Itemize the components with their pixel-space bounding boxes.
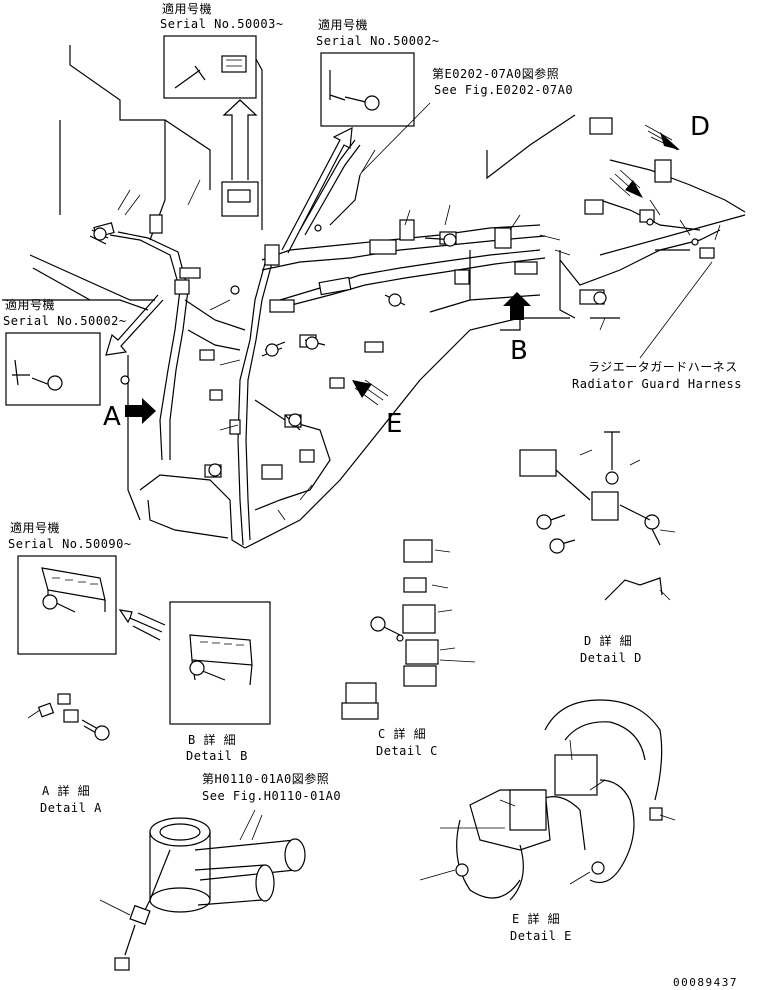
serial-50003-jp: 適用号機: [162, 2, 213, 16]
see-fig-e0202-en: See Fig.E0202-07A0: [434, 83, 574, 97]
radiator-guard-en: Radiator Guard Harness: [572, 377, 742, 391]
callout-box-serial-50002-top: [320, 52, 415, 127]
drawing-number: 00089437: [673, 976, 738, 989]
serial-50003-en: Serial No.50003~: [160, 17, 284, 31]
pipe-sensor-drawing: [99, 809, 306, 971]
detail-a-en: Detail A: [40, 801, 102, 815]
machine-frame-outline: [2, 45, 746, 549]
callout-box-serial-50002-left: [5, 332, 101, 406]
view-letter-e: E: [386, 409, 403, 439]
detail-b-jp: B 詳 細: [188, 733, 237, 747]
detail-d-en: Detail D: [580, 651, 642, 665]
leader-lines: [117, 149, 721, 521]
serial-50002-top-en: Serial No.50002~: [316, 34, 440, 48]
serial-50002-left-jp: 適用号機: [5, 298, 56, 312]
view-letter-d: D: [690, 112, 711, 142]
callout-arrows: [105, 99, 353, 641]
detail-b-box: [169, 601, 271, 725]
view-letter-b: B: [510, 336, 528, 366]
serial-50090-jp: 適用号機: [10, 521, 61, 535]
see-fig-h0110-en: See Fig.H0110-01A0: [202, 789, 342, 803]
detail-b-en: Detail B: [186, 749, 248, 763]
main-wire-harness: [109, 139, 746, 546]
main-bolts: [89, 227, 607, 477]
see-fig-e0202-jp: 第E0202-07A0図参照: [432, 67, 560, 81]
e0202-leader: [361, 102, 431, 173]
harness-components: [93, 117, 715, 480]
detail-c-drawing: [341, 539, 476, 720]
serial-50002-left-en: Serial No.50002~: [3, 314, 127, 328]
view-letter-a: A: [103, 402, 121, 432]
radiator-guard-jp: ラジエータガードハーネス: [588, 360, 738, 374]
radiator-guard-leader: [639, 261, 713, 359]
detail-a-jp: A 詳 細: [42, 784, 91, 798]
detail-d-jp: D 詳 細: [584, 634, 633, 648]
detail-c-jp: C 詳 細: [378, 727, 427, 741]
serial-50090-en: Serial No.50090~: [8, 537, 132, 551]
detail-e-en: Detail E: [510, 929, 572, 943]
serial-50002-top-jp: 適用号機: [318, 18, 369, 32]
detail-c-en: Detail C: [376, 744, 438, 758]
callout-box-serial-50003: [163, 35, 257, 99]
view-arrows: [125, 124, 680, 424]
detail-e-drawing: [419, 699, 676, 901]
detail-e-jp: E 詳 細: [512, 912, 561, 926]
h0110-leader: [251, 814, 263, 841]
see-fig-h0110-jp: 第H0110-01A0図参照: [202, 772, 330, 786]
detail-d-drawing: [519, 431, 676, 601]
detail-a-drawing: [27, 693, 110, 741]
center-inset: [221, 181, 259, 217]
callout-box-serial-50090: [17, 555, 117, 655]
